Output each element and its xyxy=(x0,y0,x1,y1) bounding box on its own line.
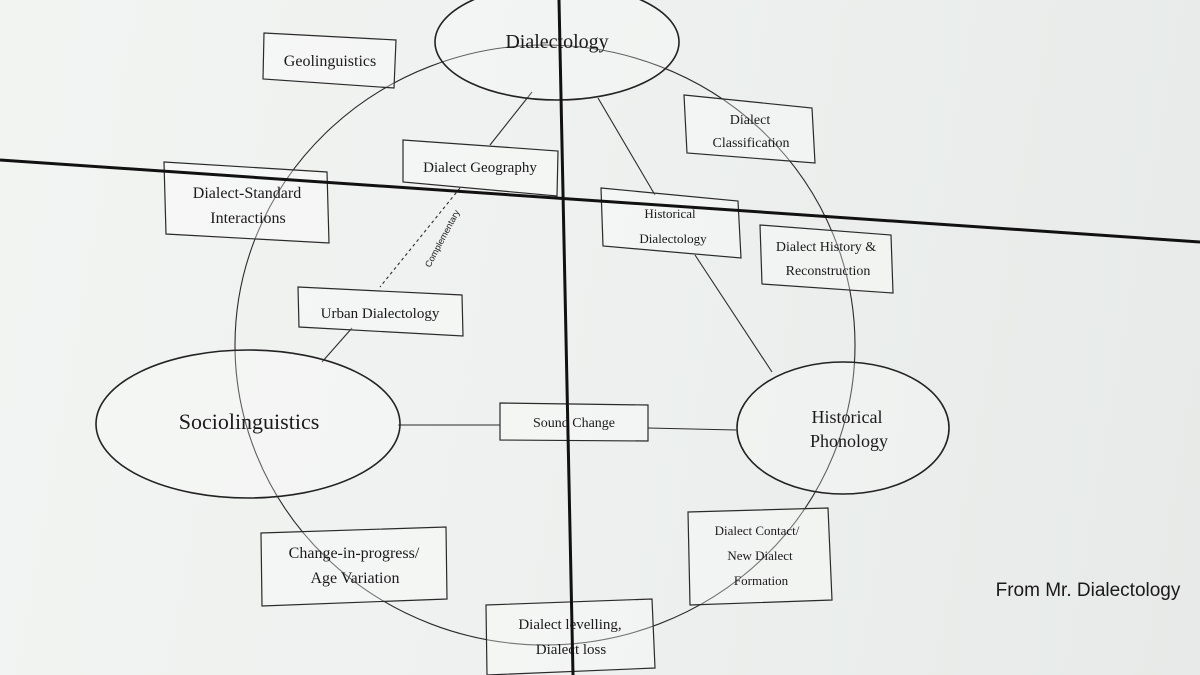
link-dialectology-historical-dialectology xyxy=(597,97,656,196)
svg-text:Formation: Formation xyxy=(734,573,789,588)
svg-text:Dialect Geography: Dialect Geography xyxy=(423,160,537,176)
svg-text:Dialect-Standard: Dialect-Standard xyxy=(193,185,301,202)
svg-text:Dialect History &: Dialect History & xyxy=(776,240,876,255)
outer-cycle xyxy=(234,44,856,646)
topic-dialectology: Dialectology xyxy=(434,0,680,101)
svg-text:Dialect: Dialect xyxy=(730,113,771,128)
svg-text:Reconstruction: Reconstruction xyxy=(786,264,871,279)
box-change-in-progress: Change-in-progress/ Age Variation xyxy=(260,526,448,607)
svg-text:Dialect Contact/: Dialect Contact/ xyxy=(715,523,800,538)
link-dialectology-dialect-geography xyxy=(489,91,533,146)
svg-text:Interactions: Interactions xyxy=(210,210,286,227)
complementary-label: Complementary xyxy=(423,208,462,269)
box-urban-dialectology: Urban Dialectology xyxy=(297,286,464,337)
svg-text:Classification: Classification xyxy=(713,136,790,151)
box-dialect-history-reconstruction: Dialect History & Reconstruction xyxy=(759,224,894,294)
topic-sociolinguistics: Sociolinguistics xyxy=(95,349,401,499)
svg-text:Historical: Historical xyxy=(812,407,883,427)
svg-text:Change-in-progress/: Change-in-progress/ xyxy=(289,545,420,562)
topic-historical-phonology: Historical Phonology xyxy=(736,361,950,495)
svg-text:Dialectology: Dialectology xyxy=(639,231,707,246)
link-sound-change-historical-phonology xyxy=(647,427,737,431)
svg-text:Sociolinguistics: Sociolinguistics xyxy=(179,409,320,434)
svg-text:Geolinguistics: Geolinguistics xyxy=(284,53,376,70)
svg-text:Dialect levelling,: Dialect levelling, xyxy=(518,617,621,633)
box-dialect-contact: Dialect Contact/ New Dialect Formation xyxy=(687,507,833,606)
box-historical-dialectology: Historical Dialectology xyxy=(600,187,742,259)
screen-bezel-horizontal xyxy=(0,158,1200,244)
svg-text:Dialectology: Dialectology xyxy=(505,31,608,53)
box-geolinguistics: Geolinguistics xyxy=(262,32,397,89)
svg-text:Sound Change: Sound Change xyxy=(533,416,615,431)
box-dialect-standard-interactions: Dialect-Standard Interactions xyxy=(163,161,330,244)
svg-text:Urban Dialectology: Urban Dialectology xyxy=(321,306,440,322)
svg-text:New Dialect: New Dialect xyxy=(727,548,793,563)
svg-text:Historical: Historical xyxy=(644,206,696,221)
link-historical-dialectology-historical-phonology xyxy=(694,254,773,373)
box-dialect-classification: Dialect Classification xyxy=(683,94,816,164)
box-sound-change: Sound Change xyxy=(499,402,649,442)
svg-text:Age Variation: Age Variation xyxy=(310,570,399,587)
source-caption: From Mr. Dialectology xyxy=(996,580,1181,601)
svg-text:Phonology: Phonology xyxy=(810,431,888,451)
screen-bezel-vertical xyxy=(557,0,575,675)
link-urban-dialectology-sociolinguistics xyxy=(321,327,353,363)
box-dialect-geography: Dialect Geography xyxy=(402,139,559,197)
